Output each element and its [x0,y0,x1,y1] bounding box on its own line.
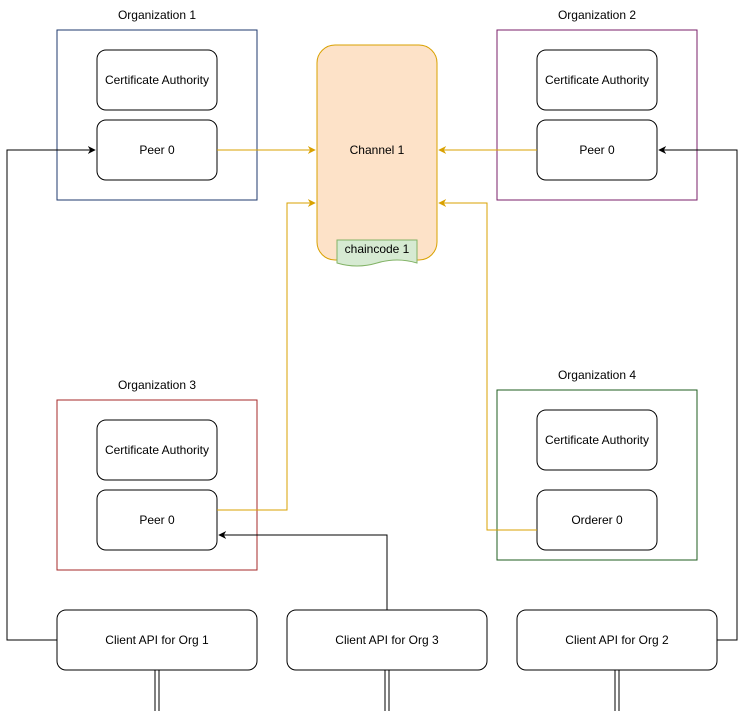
organization-4-ca-label: Certificate Authority [545,433,649,447]
client-api-org-1-box[interactable] [56,609,258,671]
edge-client-org2-to-peer [658,146,738,641]
channel-1: Channel 1 chaincode 1 [316,44,438,267]
organization-4-container [496,389,698,561]
organization-4-orderer-box[interactable] [536,489,658,551]
organization-3: Organization 3 Certificate Authority Pee… [56,378,258,571]
client-api-org-1-label: Client API for Org 1 [105,633,209,647]
client-api-org-2-box[interactable] [516,609,718,671]
client-api-org-2-link-mark [614,670,620,711]
client-api-org-1: Client API for Org 1 [56,609,258,711]
client-api-org-3: Client API for Org 3 [286,609,488,711]
organization-1-peer-label: Peer 0 [139,143,175,157]
organization-4-ca-box[interactable] [536,409,658,471]
organization-3-peer-box[interactable] [96,489,218,551]
client-connections [6,146,738,641]
organization-2-title: Organization 2 [558,8,636,22]
client-api-org-3-label: Client API for Org 3 [335,633,439,647]
channel-1-label: Channel 1 [350,143,405,157]
client-api-org-1-link-mark [154,670,160,711]
edge-org4-orderer-to-channel [438,199,537,531]
client-api-org-2: Client API for Org 2 [516,609,718,711]
organization-4-orderer-label: Orderer 0 [571,513,623,527]
organization-4: Organization 4 Certificate Authority Ord… [496,368,698,561]
edge-client-org1-to-peer [6,146,96,641]
edge-client-org3-to-peer [218,531,388,610]
organization-1-title: Organization 1 [118,8,196,22]
organization-3-title: Organization 3 [118,378,196,392]
organization-2-container [496,29,698,201]
organization-2-ca-label: Certificate Authority [545,73,649,87]
organization-3-ca-label: Certificate Authority [105,443,209,457]
organization-4-title: Organization 4 [558,368,636,382]
organization-1-container [56,29,258,201]
chaincode-1-document[interactable] [336,239,418,267]
client-api-org-3-link-mark [384,670,390,711]
organization-1: Organization 1 Certificate Authority Pee… [56,8,258,201]
organization-3-ca-box[interactable] [96,419,218,481]
organization-3-container [56,399,258,571]
organization-2-peer-label: Peer 0 [579,143,615,157]
edge-org3-peer-to-channel [217,199,316,511]
client-api-org-2-label: Client API for Org 2 [565,633,669,647]
chaincode-1-label: chaincode 1 [345,242,410,256]
channel-connections [217,146,537,531]
organization-2: Organization 2 Certificate Authority Pee… [496,8,698,201]
organization-3-peer-label: Peer 0 [139,513,175,527]
client-api-org-3-box[interactable] [286,609,488,671]
organization-1-ca-label: Certificate Authority [105,73,209,87]
organization-2-ca-box[interactable] [536,49,658,111]
organization-1-ca-box[interactable] [96,49,218,111]
